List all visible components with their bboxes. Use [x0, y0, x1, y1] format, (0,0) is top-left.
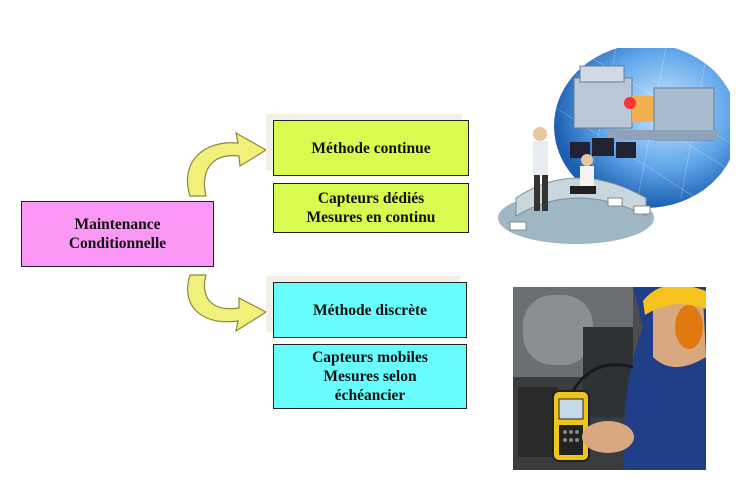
control-room-illustration — [496, 48, 730, 246]
methode-continue-box: Méthode continue — [273, 120, 469, 176]
discrete-description-box: Capteurs mobiles Mesures selon échéancie… — [273, 344, 467, 409]
discrete-desc-line-2: Mesures selon — [323, 368, 417, 385]
continuous-desc-line-1: Capteurs dédiés — [317, 190, 425, 207]
maintenance-conditionnelle-box: Maintenance Conditionnelle — [21, 201, 214, 267]
methode-discrete-label: Méthode discrète — [312, 301, 428, 319]
continuous-desc-line-2: Mesures en continu — [306, 209, 436, 226]
curved-arrow-up-icon — [186, 131, 268, 197]
discrete-desc-line-1: Capteurs mobiles — [312, 349, 428, 366]
methode-discrete-box: Méthode discrète — [273, 282, 467, 338]
technician-handheld-analyzer-photo — [513, 287, 706, 470]
discrete-desc-line-3: échéancier — [334, 387, 406, 404]
root-line-1: Maintenance — [74, 216, 161, 233]
curved-arrow-down-icon — [187, 274, 268, 333]
root-line-2: Conditionnelle — [68, 235, 167, 252]
continuous-description-box: Capteurs dédiés Mesures en continu — [273, 183, 469, 233]
methode-continue-label: Méthode continue — [311, 139, 431, 157]
